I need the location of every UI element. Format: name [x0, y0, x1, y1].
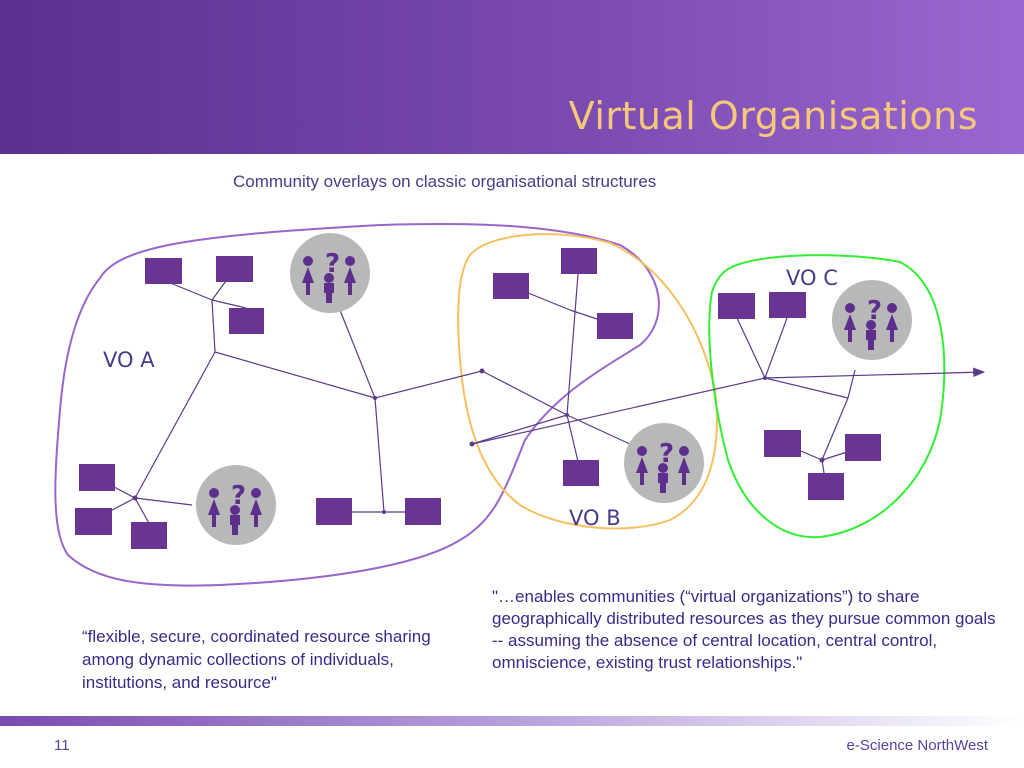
people-group-icon: ? [196, 465, 276, 545]
resource-box-icon [561, 248, 597, 274]
slide-subtitle: Community overlays on classic organisati… [233, 172, 657, 191]
resource-box-icon [405, 498, 441, 525]
vo-c-label: VO C [786, 266, 838, 290]
people-group-icon: ? [832, 280, 912, 360]
resource-box-icon [145, 258, 182, 284]
resource-box-icon [229, 308, 264, 334]
resource-box-icon [808, 473, 844, 500]
resource-box-icon [493, 273, 529, 299]
vo-b-boundary [457, 233, 718, 530]
svg-text:?: ? [231, 481, 246, 511]
resource-box-icon [216, 256, 253, 282]
people-group-icon: ? [290, 233, 370, 313]
resource-box-icon [75, 508, 112, 535]
vo-a-boundary [54, 223, 660, 587]
network-junctions [132, 368, 825, 514]
resource-boxes [75, 248, 881, 549]
network-links [92, 260, 986, 526]
resource-box-icon [597, 313, 633, 339]
resource-box-icon [769, 292, 806, 318]
resource-box-icon [79, 464, 115, 491]
resource-box-icon [764, 430, 801, 457]
footer-bar [0, 716, 1024, 726]
people-group-icon: ? [624, 423, 704, 503]
vo-b-label: VO B [569, 506, 621, 530]
svg-text:?: ? [659, 439, 674, 469]
vo-a-label: VO A [103, 348, 155, 372]
title-banner [0, 0, 1024, 154]
resource-box-icon [316, 498, 352, 525]
slide-title: Virtual Organisations [568, 94, 978, 138]
page-number: 11 [54, 737, 70, 754]
resource-box-icon [563, 460, 599, 486]
svg-text:?: ? [325, 249, 340, 279]
svg-text:?: ? [867, 296, 882, 326]
resource-box-icon [131, 522, 167, 549]
quote-left: “flexible, secure, coordinated resource … [82, 627, 431, 692]
vo-c-boundary [708, 254, 946, 539]
resource-box-icon [845, 434, 881, 461]
quote-right: "…enables communities (“virtual organiza… [492, 587, 996, 672]
resource-box-icon [718, 293, 755, 319]
organisation-name: e-Science NorthWest [846, 737, 988, 754]
